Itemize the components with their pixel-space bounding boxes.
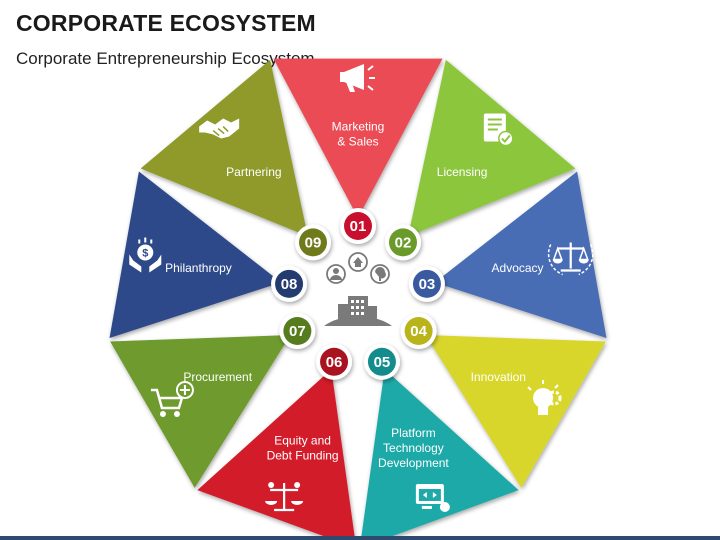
segment-06-label-line: Equity and [274,434,331,448]
segment-03-label-line: Advocacy [492,261,544,275]
page-title: CORPORATE ECOSYSTEM [16,10,316,36]
segment-07-triangle [110,335,291,488]
scales-justice-icon [547,242,594,276]
license-document-icon [483,113,514,147]
segment-04-triangle [425,335,606,488]
segment-04: Innovation [425,335,606,488]
segment-03: Advocacy [434,171,607,339]
number-badge-fill [404,317,433,345]
number-badge-text: 02 [395,234,412,251]
number-badge-text: 03 [419,276,436,293]
number-badge-03: 03 [408,265,445,302]
number-badge-fill [388,228,417,257]
segment-03-triangle [434,171,607,339]
number-badge-fill [299,228,328,257]
segment-08-triangle [109,171,282,339]
segment-01-label-line: Marketing [332,120,385,134]
segment-02-triangle [408,59,576,237]
segment-07: Procurement [110,335,291,488]
segment-02-label-line: Licensing [437,165,488,179]
web-platform-icon [415,483,450,512]
segment-09-label-line: Partnering [226,165,281,179]
segment-05-triangle [360,369,519,540]
segment-06-triangle [197,369,356,540]
segment-02-label: Licensing [437,165,488,179]
charity-hands-icon: $ [129,237,162,273]
segment-09-triangle [140,59,308,237]
segment-08-label: Philanthropy [165,261,232,275]
corporate-city-globe-icon [324,252,392,326]
number-badge-text: 06 [326,354,343,371]
segment-05-label-line: Technology [383,441,444,455]
number-badge-fill [283,317,312,345]
handshake-icon [199,118,240,139]
number-badge-04: 04 [400,313,437,349]
segment-01: Marketing& Sales [273,58,443,219]
segment-06-label-line: Debt Funding [267,449,339,463]
svg-text:$: $ [142,247,148,259]
number-badge-02: 02 [384,224,421,261]
segment-09-label: Partnering [226,165,281,179]
number-badge-text: 01 [350,218,367,235]
number-badge-06: 06 [316,343,353,380]
number-badge-fill [320,347,349,376]
number-badge-fill [275,269,304,298]
number-badge-fill [367,347,396,376]
segment-09: Partnering [140,59,308,237]
segment-05-label-line: Development [378,456,449,470]
segment-03-label: Advocacy [492,261,544,275]
shopping-cart-icon [150,381,194,417]
footer-bar [0,536,720,540]
megaphone-icon [340,64,375,92]
number-badge-07: 07 [279,313,316,349]
number-badge-fill [412,269,441,298]
segment-08: $ Philanthropy [109,171,282,339]
segment-01-triangle [273,58,443,219]
segment-01-label-line: & Sales [337,135,378,149]
number-badge-text: 08 [281,276,298,293]
segment-05-label-line: Platform [391,426,436,440]
number-badge-text: 07 [289,323,306,340]
number-badge-08: 08 [271,265,308,302]
number-badge-text: 05 [374,354,391,371]
page-subtitle: Corporate Entrepreneurship Ecosystem [16,49,315,68]
segment-07-label-line: Procurement [183,370,252,384]
number-badge-09: 09 [295,224,332,261]
number-badge-05: 05 [363,343,400,380]
number-badge-text: 09 [305,234,322,251]
number-badge-text: 04 [410,323,427,340]
segment-02: Licensing [408,59,576,237]
lightbulb-gear-icon [527,380,562,415]
segment-01-label: Marketing& Sales [332,120,385,149]
number-badge-fill [344,212,372,240]
segment-07-label: Procurement [183,370,252,384]
segment-04-label: Innovation [471,370,526,384]
segment-04-label-line: Innovation [471,370,526,384]
number-badge-01: 01 [340,208,376,244]
segment-08-label-line: Philanthropy [165,261,232,275]
money-balance-icon [265,481,304,512]
